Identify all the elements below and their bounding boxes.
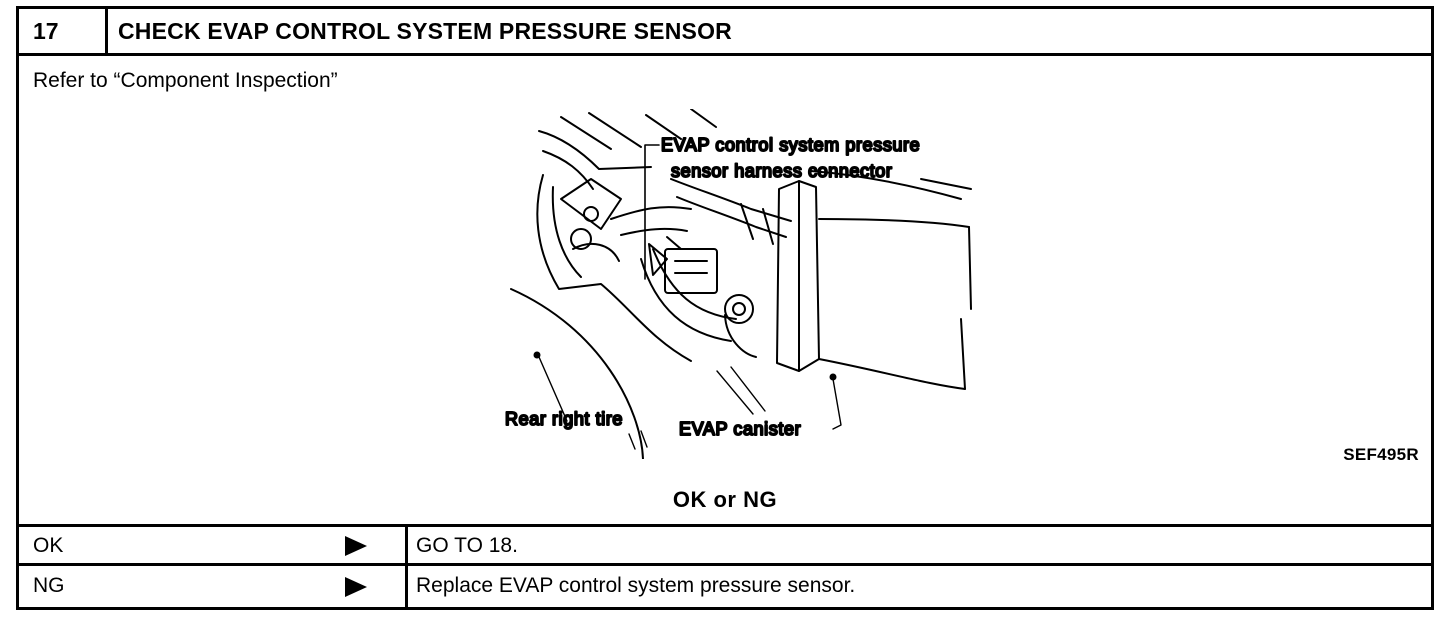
result-action: GO TO 18. (416, 534, 518, 557)
column-divider (405, 527, 408, 564)
callout-rear-right-tire: Rear right tire (505, 409, 623, 429)
result-action: Replace EVAP control system pressure sen… (416, 574, 856, 597)
arrow-right-icon (345, 577, 367, 597)
instruction-text: Refer to “Component Inspection” (33, 69, 338, 92)
column-divider (405, 566, 408, 607)
callout-connector-line1: EVAP control system pressure (661, 135, 920, 155)
result-row-ok: OK GO TO 18. (19, 524, 1431, 564)
arrow-right-icon (345, 536, 367, 556)
decision-label: OK or NG (672, 487, 778, 512)
inspection-step-table: 17 CHECK EVAP CONTROL SYSTEM PRESSURE SE… (16, 6, 1434, 610)
result-row-ng: NG Replace EVAP control system pressure … (19, 563, 1431, 607)
result-label: OK (33, 534, 64, 557)
result-label: NG (33, 574, 65, 597)
callout-evap-canister: EVAP canister (679, 419, 801, 439)
step-number: 17 (19, 9, 108, 53)
step-header: 17 CHECK EVAP CONTROL SYSTEM PRESSURE SE… (19, 9, 1431, 56)
evap-illustration-svg: EVAP control system pressure sensor harn… (504, 108, 972, 460)
component-illustration: EVAP control system pressure sensor harn… (481, 108, 981, 460)
step-title: CHECK EVAP CONTROL SYSTEM PRESSURE SENSO… (118, 18, 732, 44)
callout-connector-line2: sensor harness connector (671, 161, 893, 181)
figure-code: SEF495R (1343, 445, 1419, 464)
